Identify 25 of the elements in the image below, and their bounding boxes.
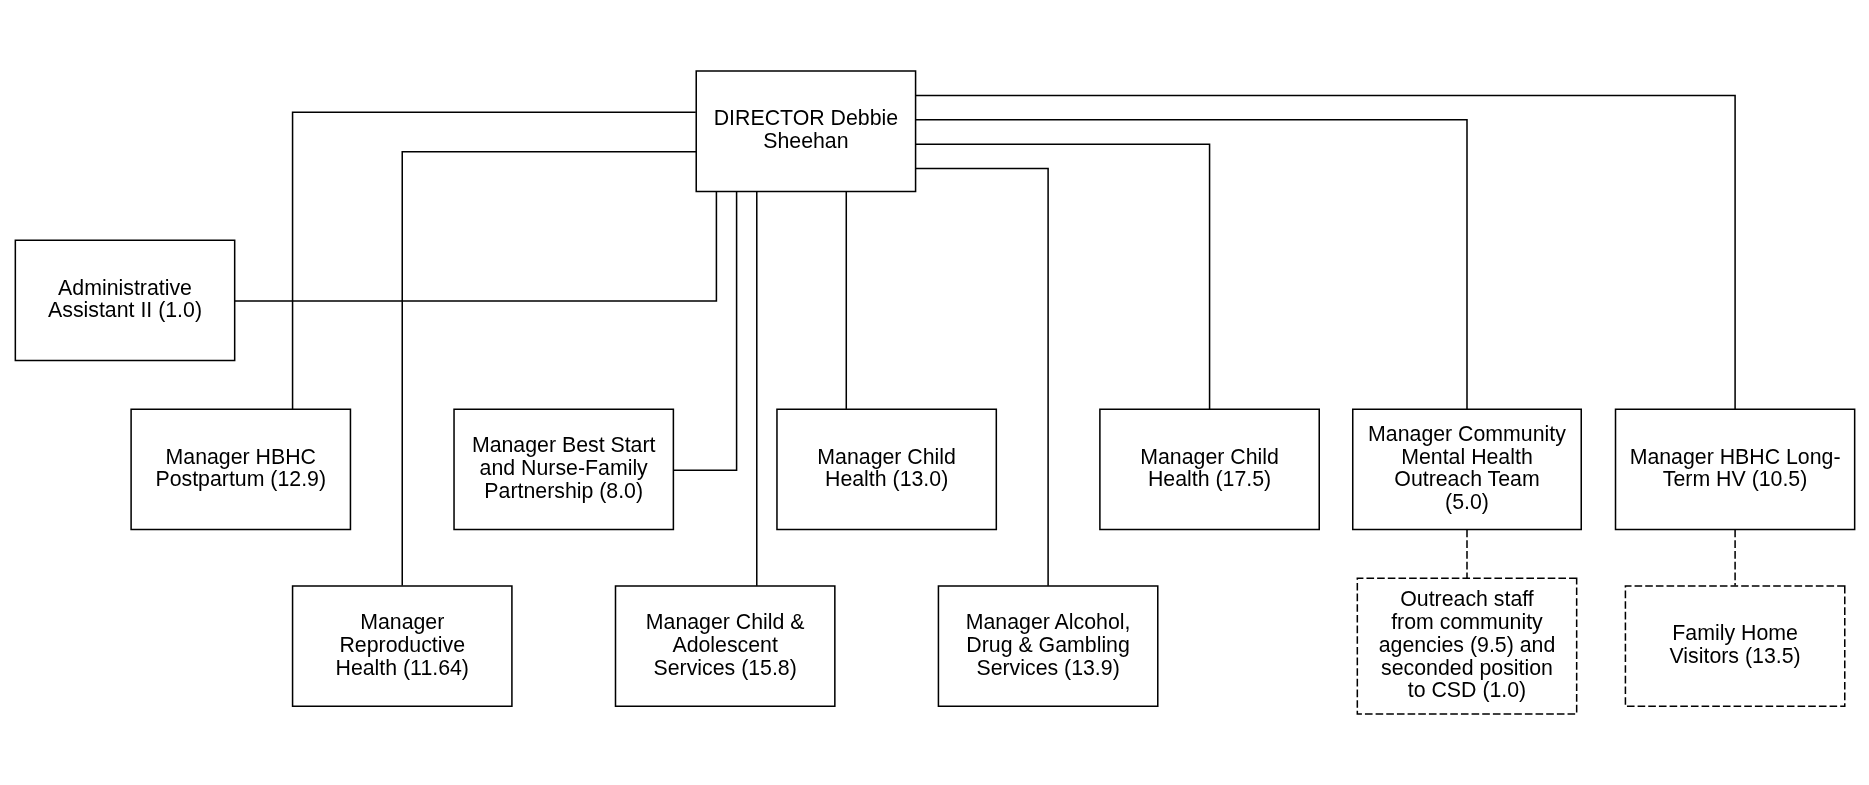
connector <box>755 191 758 587</box>
node-box: Manager HBHC Long-Term HV (10.5) <box>1614 408 1855 531</box>
connector <box>914 167 1049 587</box>
node-box: Manager Child Health (13.0) <box>775 408 997 531</box>
connector <box>914 94 1736 410</box>
node-box: Manager HBHC Postpartum (12.9) <box>129 408 351 531</box>
connector <box>672 190 737 471</box>
connector <box>914 119 1468 410</box>
node-box: Manager Community Mental Health Outreach Team (5.0) <box>1351 408 1582 531</box>
node-box: Administrative Assistant II (1.0) <box>14 239 235 362</box>
connector <box>401 151 697 587</box>
node-box: Manager Best Start and Nurse-Family Partnership (8.0) <box>452 408 674 531</box>
node-box: DIRECTOR Debbie Sheehan <box>694 70 916 193</box>
connector <box>845 190 847 410</box>
node-box: Outreach staff from community agencies (9.5) and seconded position to CSD (1.0) <box>1356 577 1577 715</box>
connector <box>1733 529 1736 587</box>
connector <box>1465 529 1468 579</box>
node-box: Manager Child & Adolescent Services (15.8) <box>614 585 836 708</box>
node-box: Manager Reproductive Health (11.64) <box>291 585 513 708</box>
connector <box>291 111 697 410</box>
node-box: Family Home Visitors (13.5) <box>1624 585 1845 708</box>
connector <box>233 190 717 302</box>
node-box: Manager Alcohol, Drug & Gambling Services (13.9) <box>937 585 1159 708</box>
node-box: Manager Child Health (17.5) <box>1098 408 1320 531</box>
connector <box>914 143 1210 410</box>
